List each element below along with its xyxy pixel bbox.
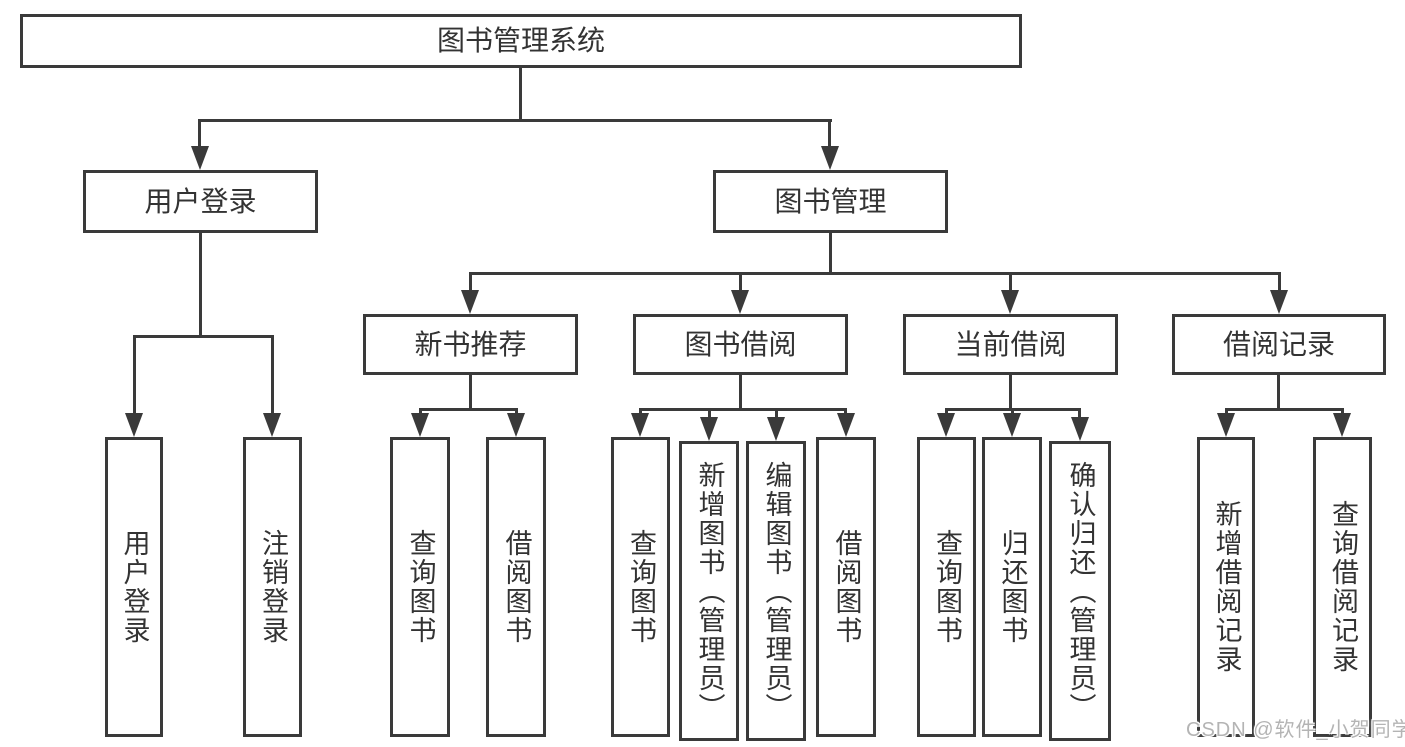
leaf-confirm-return-admin: 确认归还（管理员） [1049, 441, 1111, 741]
connector-leaf-stem [708, 408, 711, 420]
connector-new-book-branch-line [419, 408, 518, 411]
connector-current-borrow-down [1009, 374, 1012, 410]
arrowhead-icon [191, 146, 209, 170]
connector-leaf-stem [1078, 408, 1081, 420]
connector-book-borrow-branch-line [639, 408, 847, 411]
arrowhead-icon [507, 413, 525, 437]
node-new-book-recommend-label: 新书推荐 [414, 328, 527, 360]
csdn-watermark: CSDN @软件_小贺同学 [1186, 719, 1405, 741]
leaf-query-books-borrow-label: 查询图书 [626, 529, 656, 645]
leaf-user-login: 用户登录 [105, 437, 163, 737]
arrowhead-icon [1003, 413, 1021, 437]
arrowhead-icon [700, 417, 718, 441]
leaf-borrow-books-label: 借阅图书 [831, 529, 862, 645]
connector-leaf-stem [271, 335, 274, 415]
node-current-borrow-label: 当前借阅 [954, 328, 1067, 360]
node-new-book-recommend: 新书推荐 [363, 314, 578, 375]
connector-level3-stem [469, 272, 472, 292]
leaf-query-borrow-record: 查询借阅记录 [1313, 437, 1372, 737]
connector-book-borrow-down [739, 374, 742, 410]
connector-leaf-stem [1225, 408, 1228, 417]
connector-book-management-down [829, 232, 832, 274]
leaf-add-books-admin: 新增图书（管理员） [679, 441, 739, 741]
leaf-logout-label: 注销登录 [258, 529, 288, 645]
arrowhead-icon [1071, 417, 1089, 441]
connector-leaf-stem [844, 408, 847, 417]
node-book-borrow-label: 图书借阅 [684, 328, 797, 360]
leaf-borrow-books: 借阅图书 [816, 437, 876, 737]
connector-leaf-stem [1341, 408, 1344, 417]
leaf-add-borrow-record-label: 新增借阅记录 [1211, 500, 1242, 674]
connector-leaf-stem [133, 335, 136, 415]
leaf-query-books-borrow: 查询图书 [611, 437, 670, 737]
node-current-borrow: 当前借阅 [903, 314, 1118, 375]
node-user-login-label: 用户登录 [144, 185, 257, 217]
connector-user-login-stem [198, 119, 201, 149]
connector-level3-stem [739, 272, 742, 292]
leaf-return-books-label: 归还图书 [997, 529, 1028, 645]
leaf-query-books-recommend: 查询图书 [390, 437, 450, 737]
arrowhead-icon [1001, 290, 1019, 314]
leaf-query-books-current-label: 查询图书 [932, 529, 962, 645]
connector-borrow-records-down [1277, 374, 1280, 410]
connector-level3-stem [1009, 272, 1012, 292]
node-book-management-label: 图书管理 [774, 185, 887, 217]
connector-book-management-branch-line [469, 272, 1281, 275]
leaf-add-borrow-record: 新增借阅记录 [1197, 437, 1255, 737]
leaf-borrow-books-recommend: 借阅图书 [486, 437, 546, 737]
connector-borrow-records-branch-line [1225, 408, 1343, 411]
leaf-query-borrow-record-label: 查询借阅记录 [1328, 500, 1358, 674]
connector-root-stem [519, 67, 522, 120]
connector-leaf-stem [419, 408, 422, 417]
node-borrow-records: 借阅记录 [1172, 314, 1386, 375]
arrowhead-icon [731, 290, 749, 314]
connector-leaf-stem [775, 408, 778, 420]
node-book-borrow: 图书借阅 [633, 314, 848, 375]
connector-leaf-stem [1011, 408, 1014, 417]
node-root: 图书管理系统 [20, 14, 1022, 68]
leaf-add-books-admin-label: 新增图书（管理员） [694, 460, 725, 722]
arrowhead-icon [767, 417, 785, 441]
leaf-confirm-return-admin-label: 确认归还（管理员） [1065, 460, 1096, 722]
connector-leaf-stem [945, 408, 948, 417]
leaf-borrow-books-recommend-label: 借阅图书 [501, 529, 532, 645]
connector-user-login-branch-line [133, 335, 274, 338]
node-book-management: 图书管理 [713, 170, 948, 233]
connector-leaf-stem [639, 408, 642, 417]
arrowhead-icon [125, 413, 143, 437]
leaf-edit-books-admin-label: 编辑图书（管理员） [761, 460, 792, 722]
connector-user-login-down [199, 232, 202, 337]
leaf-query-books-current: 查询图书 [917, 437, 976, 737]
arrowhead-icon [1333, 413, 1351, 437]
node-root-label: 图书管理系统 [436, 25, 605, 56]
connector-new-book-down [469, 374, 472, 410]
leaf-query-books-recommend-label: 查询图书 [405, 529, 436, 645]
arrowhead-icon [411, 413, 429, 437]
connector-leaf-stem [515, 408, 518, 417]
arrowhead-icon [263, 413, 281, 437]
leaf-user-login-label: 用户登录 [119, 529, 150, 645]
arrowhead-icon [837, 413, 855, 437]
leaf-return-books: 归还图书 [982, 437, 1042, 737]
arrowhead-icon [821, 146, 839, 170]
arrowhead-icon [1270, 290, 1288, 314]
node-borrow-records-label: 借阅记录 [1222, 328, 1335, 360]
arrowhead-icon [631, 413, 649, 437]
connector-root-branch-line [198, 119, 832, 122]
connector-book-management-stem [828, 119, 831, 149]
arrowhead-icon [1217, 413, 1235, 437]
leaf-edit-books-admin: 编辑图书（管理员） [746, 441, 806, 741]
arrowhead-icon [937, 413, 955, 437]
arrowhead-icon [461, 290, 479, 314]
node-user-login: 用户登录 [83, 170, 318, 233]
leaf-logout: 注销登录 [243, 437, 302, 737]
connector-level3-stem [1278, 272, 1281, 292]
